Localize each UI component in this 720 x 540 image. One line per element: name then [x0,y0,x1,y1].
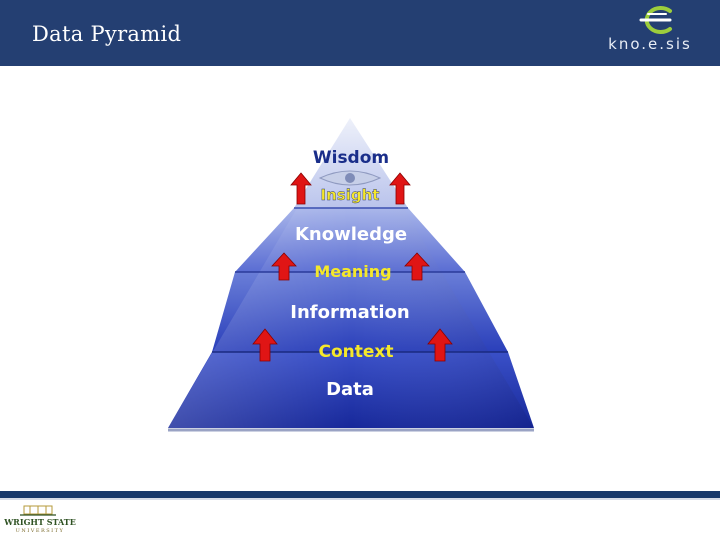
knoesis-logo-text: kno.e.sis [608,35,692,53]
arrow-up-icon [427,328,453,362]
transition-label-context: Context [318,342,393,362]
wright-state-logo-sub: UNIVERSITY [15,528,65,534]
level-label-data: Data [326,379,374,400]
transition-label-meaning: Meaning [314,262,391,281]
arrow-up-icon [271,252,297,281]
level-label-wisdom: Wisdom [313,148,389,168]
slide-title: Data Pyramid [32,22,182,46]
wright-state-logo-name: WRIGHT STATE [4,517,76,527]
level-label-information: Information [290,302,409,323]
knoesis-logo: kno.e.sis [592,5,708,57]
transition-label-insight: Insight [321,186,380,204]
arrow-up-icon [252,328,278,362]
header-bar: Data Pyramid kno.e.sis [0,0,720,66]
data-pyramid: Wisdom Insight Knowledge Meaning Informa… [168,118,534,432]
knoesis-logo-icon [639,6,672,34]
wright-state-logo-icon [20,505,56,516]
eye-icon [318,170,382,186]
footer-divider [0,498,720,500]
arrow-up-icon [290,172,312,205]
arrow-up-icon [389,172,411,205]
level-label-knowledge: Knowledge [295,224,407,245]
wright-state-logo: WRIGHT STATE UNIVERSITY [4,503,76,537]
arrow-up-icon [404,252,430,281]
footer-bar [0,491,720,498]
